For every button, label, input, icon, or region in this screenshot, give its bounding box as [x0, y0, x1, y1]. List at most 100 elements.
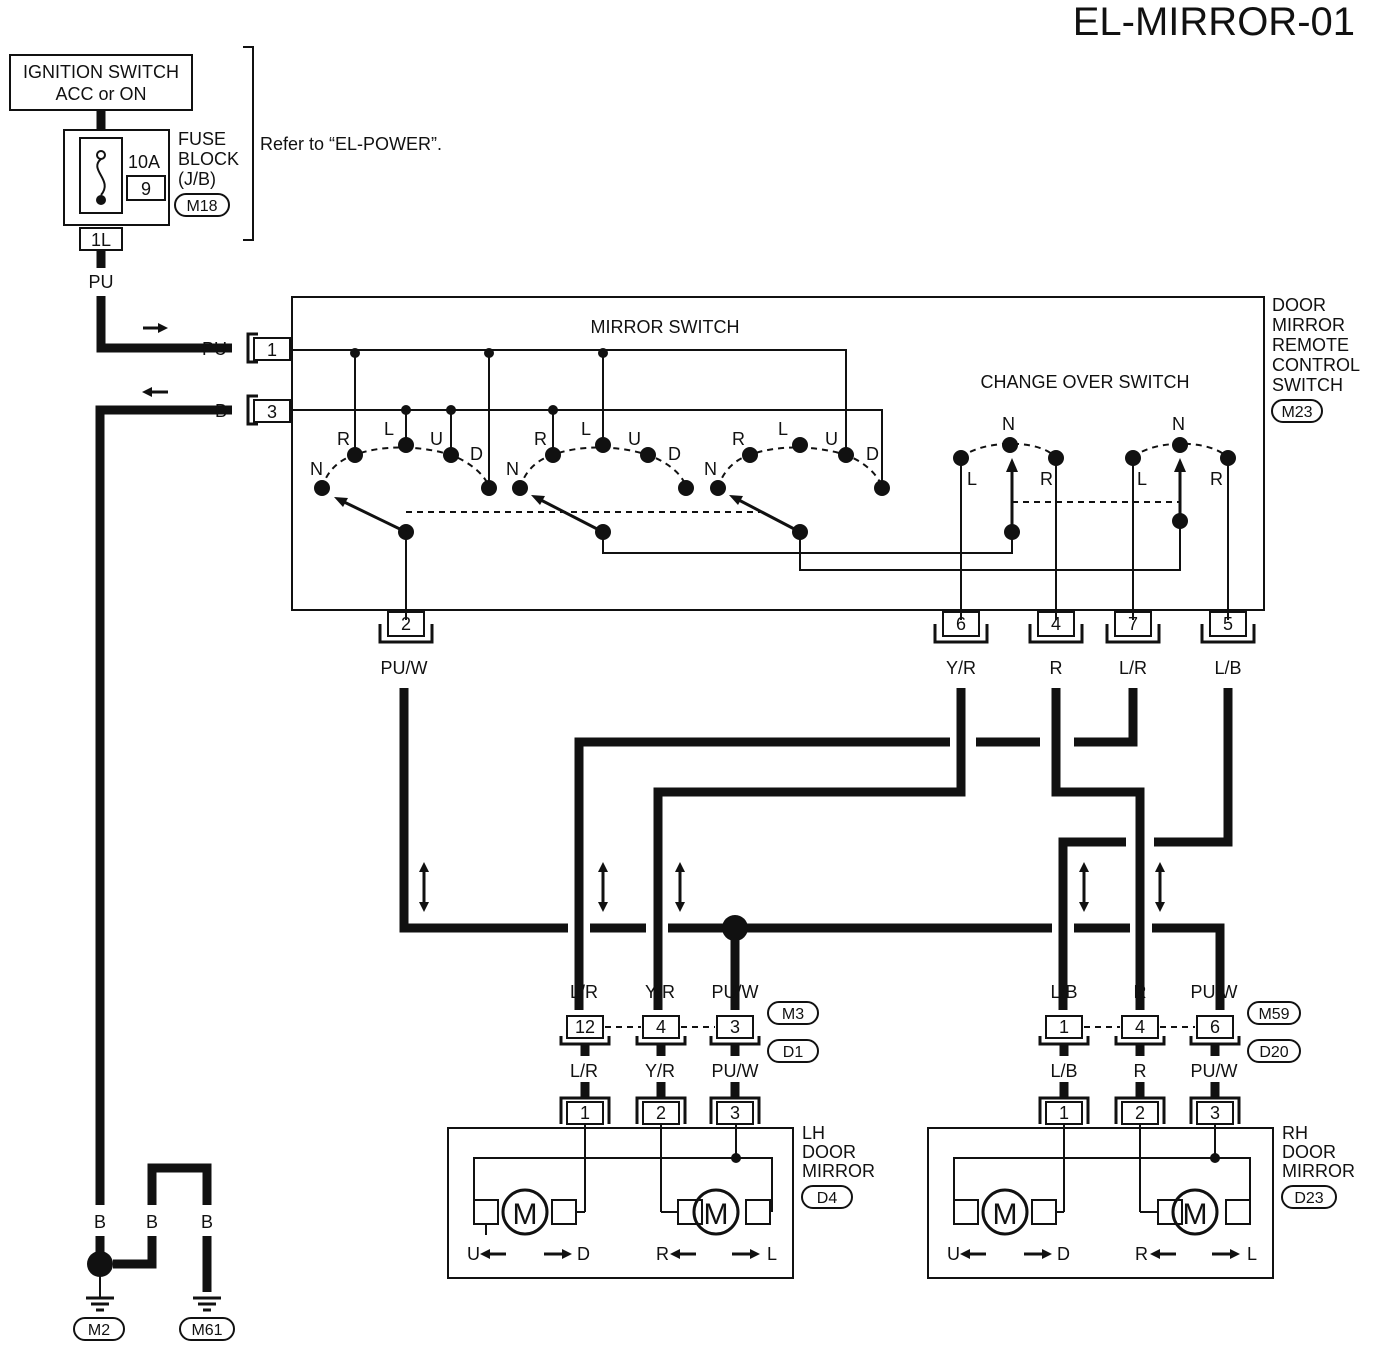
changeover-switch-label: CHANGE OVER SWITCH [980, 372, 1189, 392]
svg-text:10A: 10A [128, 152, 160, 172]
svg-text:L: L [581, 419, 591, 439]
svg-text:D: D [470, 444, 483, 464]
refer-note: Refer to “EL-POWER”. [260, 134, 442, 154]
svg-text:B: B [201, 1212, 213, 1232]
svg-text:M: M [1183, 1198, 1208, 1231]
svg-text:U: U [947, 1244, 960, 1264]
mirror-switch-wipers [334, 495, 1181, 620]
diagram-title: EL-MIRROR-01 [1073, 0, 1355, 44]
svg-text:D: D [577, 1244, 590, 1264]
rh-connector-m59-d20: 1 4 6 [1038, 1015, 1241, 1056]
rh-wire-lb-lower: L/B [1050, 1061, 1077, 1081]
lh-wire-puw-upper: PU/W [712, 982, 759, 1002]
wire-label-r-pin4: R [1050, 658, 1063, 678]
svg-text:SWITCH: SWITCH [1272, 375, 1343, 395]
mirror-switch-label: MIRROR SWITCH [591, 317, 740, 337]
svg-text:B: B [94, 1212, 106, 1232]
lh-mirror-label-1: LH [802, 1123, 825, 1143]
pin-3: 3 [246, 394, 291, 426]
rh-mirror-label-3: MIRROR [1282, 1161, 1355, 1181]
lh-wire-yr-upper: Y/R [645, 982, 675, 1002]
lh-mirror-label-2: DOOR [802, 1142, 856, 1162]
svg-text:D: D [866, 444, 879, 464]
svg-text:L: L [1137, 469, 1147, 489]
ignition-switch: IGNITION SWITCH ACC or ON [9, 54, 193, 111]
connector-m59: M59 [1258, 1006, 1289, 1023]
svg-text:ACC or ON: ACC or ON [55, 84, 146, 104]
svg-text:4: 4 [656, 1017, 666, 1037]
changeover-switch-contacts: N L R N L R [953, 414, 1236, 620]
svg-text:D: D [1057, 1244, 1070, 1264]
fuse-connector-label: M18 [186, 198, 217, 215]
svg-text:R: R [337, 429, 350, 449]
fuse-block-label-2: BLOCK [178, 149, 239, 169]
svg-text:2: 2 [1135, 1103, 1145, 1123]
harness-wires [399, 688, 1233, 1010]
svg-text:REMOTE: REMOTE [1272, 335, 1349, 355]
svg-text:3: 3 [1210, 1103, 1220, 1123]
svg-text:1: 1 [1059, 1103, 1069, 1123]
svg-text:M: M [704, 1198, 729, 1231]
svg-text:L: L [767, 1244, 777, 1264]
wire-label-b-pin3: B [215, 401, 227, 421]
svg-text:L: L [384, 419, 394, 439]
connector-d4: D4 [817, 1190, 838, 1207]
svg-text:IGNITION SWITCH: IGNITION SWITCH [23, 62, 179, 82]
svg-text:L: L [1247, 1244, 1257, 1264]
svg-text:3: 3 [267, 402, 277, 422]
svg-text:12: 12 [575, 1017, 595, 1037]
svg-text:6: 6 [1210, 1017, 1220, 1037]
pin-4: 4 [1028, 611, 1084, 644]
rh-wire-lb-upper: L/B [1050, 982, 1077, 1002]
svg-text:R: R [656, 1244, 669, 1264]
ground-section: B B B [86, 1163, 221, 1312]
lh-wire-yr-lower: Y/R [645, 1061, 675, 1081]
svg-text:6: 6 [956, 614, 966, 634]
rh-wire-r-upper: R [1134, 982, 1147, 1002]
connector-m3: M3 [782, 1006, 804, 1023]
svg-text:4: 4 [1135, 1017, 1145, 1037]
remote-switch-connector: M23 [1281, 404, 1312, 421]
connector-d1: D1 [783, 1044, 804, 1061]
mirror-switch-contacts: N R L U D N R L U D N R L U D [310, 419, 890, 496]
svg-text:1L: 1L [91, 230, 111, 250]
svg-text:1: 1 [580, 1103, 590, 1123]
ground-m2: M2 [88, 1322, 110, 1339]
svg-text:4: 4 [1051, 614, 1061, 634]
rh-wire-r-lower: R [1134, 1061, 1147, 1081]
wire-label-yr-pin6: Y/R [946, 658, 976, 678]
svg-text:U: U [430, 429, 443, 449]
svg-text:M: M [993, 1198, 1018, 1231]
svg-text:2: 2 [656, 1103, 666, 1123]
svg-text:N: N [1172, 414, 1185, 434]
svg-text:L: L [778, 419, 788, 439]
svg-text:N: N [310, 459, 323, 479]
wire-label-pu-pin1: PU [202, 339, 227, 359]
svg-text:R: R [1040, 469, 1053, 489]
svg-text:R: R [1135, 1244, 1148, 1264]
svg-text:5: 5 [1223, 614, 1233, 634]
svg-text:R: R [732, 429, 745, 449]
wire-label-lb-pin5: L/B [1214, 658, 1241, 678]
svg-text:MIRROR: MIRROR [1272, 315, 1345, 335]
wire-label-pu-fuse: PU [88, 272, 113, 292]
connector-d23: D23 [1294, 1190, 1323, 1207]
door-mirror-remote-control-switch [291, 296, 1265, 611]
svg-text:3: 3 [730, 1017, 740, 1037]
svg-text:R: R [534, 429, 547, 449]
svg-text:U: U [825, 429, 838, 449]
svg-text:N: N [704, 459, 717, 479]
rh-wire-puw-lower: PU/W [1191, 1061, 1238, 1081]
pin-6: 6 [933, 611, 989, 644]
signal-arrows [419, 862, 1165, 912]
svg-text:L: L [967, 469, 977, 489]
pin-1: 1 [246, 332, 291, 364]
pin-7: 7 [1105, 611, 1161, 644]
lh-wire-lr-lower: L/R [570, 1061, 598, 1081]
lh-connector-m3-d1: 12 4 3 [559, 1015, 761, 1056]
remote-switch-name: DOOR MIRROR REMOTE CONTROL SWITCH [1272, 295, 1360, 395]
wire-label-puw-pin2: PU/W [381, 658, 428, 678]
lh-mirror-label-3: MIRROR [802, 1161, 875, 1181]
pin-2: 2 [378, 611, 434, 644]
